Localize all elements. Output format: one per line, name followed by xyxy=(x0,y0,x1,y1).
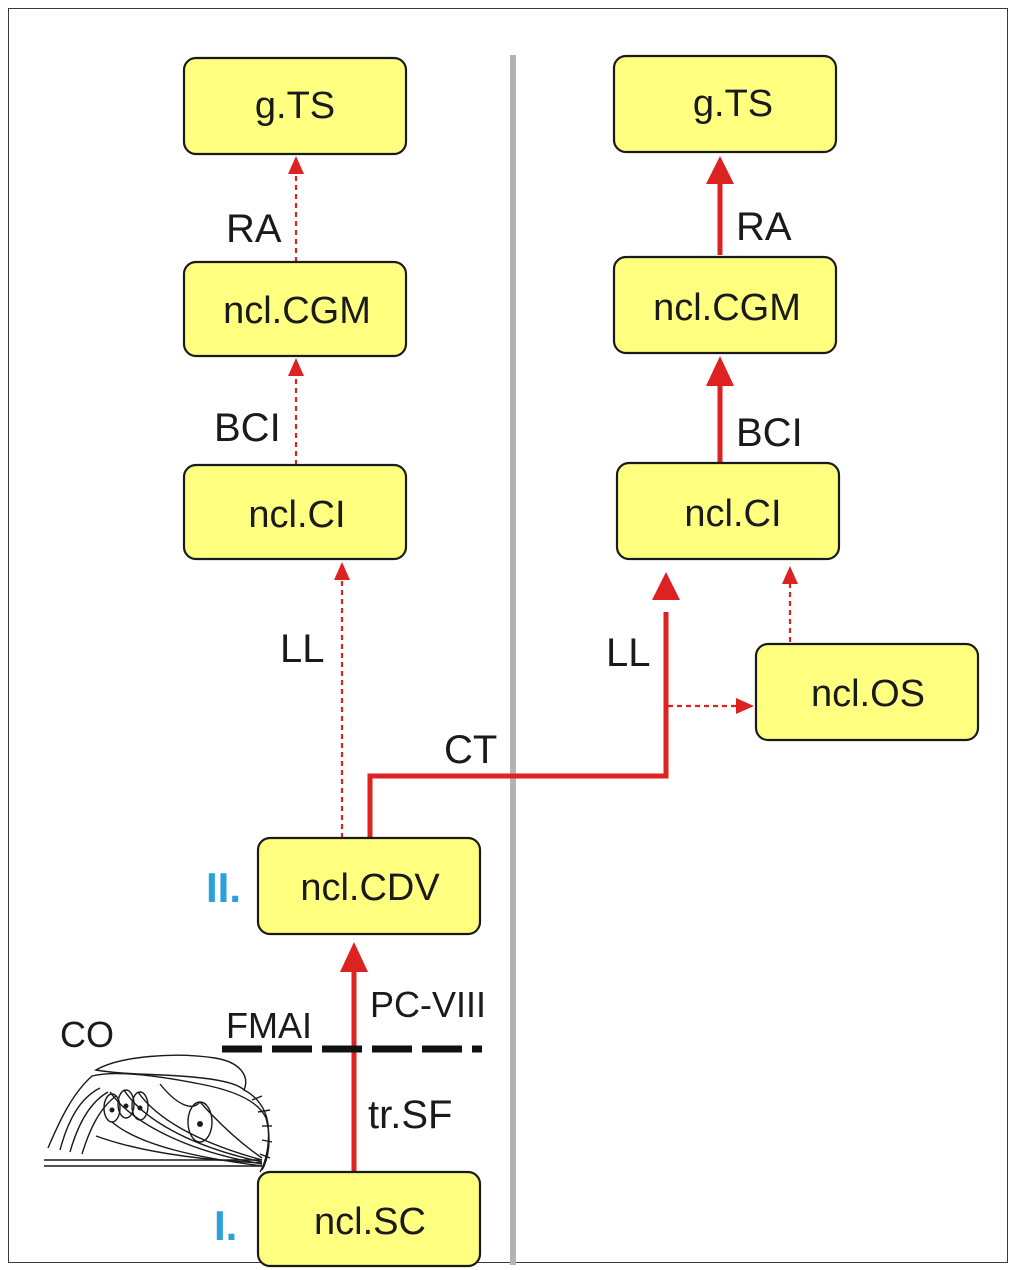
box-right-ci-label: ncl.CI xyxy=(684,493,781,535)
box-left-sc: ncl.SC xyxy=(256,1170,482,1268)
box-left-cdv: ncl.CDV xyxy=(256,836,482,936)
box-right-cgm: ncl.CGM xyxy=(612,255,838,355)
box-right-os: ncl.OS xyxy=(754,642,980,742)
left-label-bci: BCI xyxy=(214,406,281,450)
figure-frame xyxy=(8,8,1008,1263)
path-tr-sf xyxy=(340,942,368,1176)
box-right-ci: ncl.CI xyxy=(615,461,841,561)
right-connector-ll-os xyxy=(668,698,754,714)
box-left-cgm-label: ncl.CGM xyxy=(223,290,371,332)
left-label-ra: RA xyxy=(226,207,282,251)
right-label-bci: BCI xyxy=(736,411,803,455)
stage-label-2: II. xyxy=(206,864,241,911)
label-pc-viii: PC-VIII xyxy=(370,984,486,1025)
right-connector-os-ci xyxy=(782,566,798,642)
right-label-ll: LL xyxy=(606,631,651,675)
box-left-ci-label: ncl.CI xyxy=(248,494,345,536)
box-left-cgm: ncl.CGM xyxy=(182,260,408,358)
left-label-ll: LL xyxy=(280,627,325,671)
left-connector-ll xyxy=(334,562,350,838)
box-right-gts: g.TS xyxy=(612,54,838,154)
label-fmai: FMAI xyxy=(226,1005,312,1046)
left-connector-bci xyxy=(288,358,304,465)
path-ct xyxy=(367,572,680,838)
box-left-gts: g.TS xyxy=(182,56,408,156)
box-right-cgm-label: ncl.CGM xyxy=(653,287,801,329)
chordotonal-organ-illustration xyxy=(44,1054,273,1173)
label-co: CO xyxy=(60,1014,114,1055)
left-connector-ra xyxy=(288,156,304,262)
box-left-cdv-label: ncl.CDV xyxy=(300,867,440,909)
right-label-ra: RA xyxy=(736,205,792,249)
box-right-gts-label: g.TS xyxy=(693,83,773,125)
box-right-os-label: ncl.OS xyxy=(811,673,925,715)
stage-label-1: I. xyxy=(214,1202,237,1249)
box-left-gts-label: g.TS xyxy=(255,85,335,127)
label-tr-sf: tr.SF xyxy=(368,1093,452,1137)
label-ct: CT xyxy=(444,728,497,772)
right-connector-bci xyxy=(706,356,734,462)
box-left-ci: ncl.CI xyxy=(182,463,408,561)
right-connector-ra xyxy=(706,156,734,255)
box-left-sc-label: ncl.SC xyxy=(314,1201,426,1243)
